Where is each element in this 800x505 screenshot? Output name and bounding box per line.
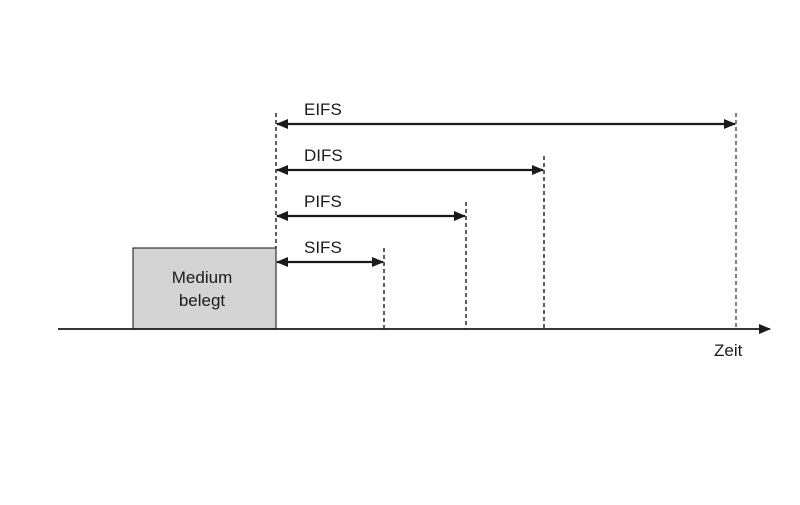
medium-busy-box [132, 247, 277, 330]
sifs-label: SIFS [304, 238, 342, 257]
pifs-label: PIFS [304, 192, 342, 211]
time-axis-label: Zeit [714, 341, 743, 360]
difs-label: DIFS [304, 146, 343, 165]
eifs-label: EIFS [304, 100, 342, 119]
medium-box-label-line2: belegt [179, 291, 226, 310]
medium-box-label-line1: Medium [172, 268, 232, 287]
